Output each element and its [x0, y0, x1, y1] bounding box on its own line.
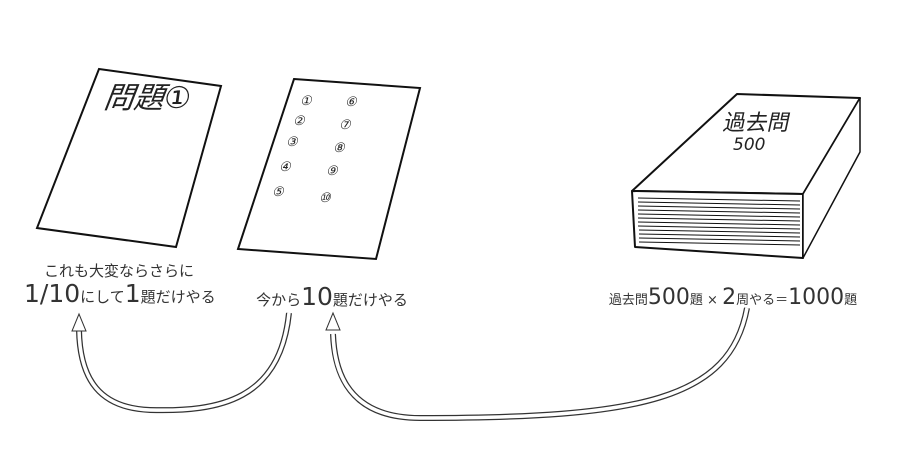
caption-text: 題だけやる: [140, 288, 216, 306]
count-text: 2: [722, 285, 737, 310]
problem-number: ⑨: [326, 164, 339, 179]
caption-text: にして: [80, 288, 125, 306]
fraction-text: 1/10: [24, 279, 81, 308]
problem-number: ⑦: [339, 118, 352, 133]
caption-text: 今から: [256, 291, 302, 309]
caption-text: 題: [844, 293, 858, 308]
arrow-book-to-ten: [325, 307, 750, 422]
caption-ten-problems: 今から10題だけやる: [242, 282, 422, 311]
arrowhead-icon: [71, 312, 87, 332]
caption-past-exam-book: 過去問500題 × 2周やる＝1000題: [598, 285, 868, 310]
count-text: 10: [301, 282, 333, 311]
problem-number: ②: [293, 114, 306, 129]
problem-number: ⑤: [272, 185, 285, 200]
paper-title: 問題①: [102, 81, 194, 116]
caption-line-1: これも大変ならさらに: [43, 262, 194, 280]
book-page-lines: [637, 197, 801, 246]
paper-single-problem: 問題①: [35, 67, 223, 249]
count-text: 500: [647, 285, 690, 310]
caption-text: 周やる＝: [736, 293, 789, 308]
problem-number: ⑥: [345, 95, 358, 110]
book-title: 過去問: [721, 110, 792, 136]
problem-number: ⑧: [333, 141, 346, 156]
caption-text: 題 ×: [689, 293, 723, 308]
caption-line-2: 1/10にして1題だけやる: [24, 279, 216, 311]
count-text: 1000: [788, 285, 845, 310]
problem-number: ①: [300, 94, 313, 109]
caption-text: 過去問: [608, 293, 648, 308]
arrowhead-icon: [325, 311, 341, 331]
problem-number: ③: [286, 135, 299, 150]
arrow-ten-to-one: [71, 312, 292, 414]
caption-single-problem: これも大変ならさらに 1/10にして1題だけやる: [24, 262, 216, 311]
count-text: 1: [124, 279, 141, 308]
past-exam-book: 過去問 500: [631, 93, 861, 259]
problem-number: ⑩: [319, 191, 332, 206]
problem-number: ④: [279, 160, 292, 175]
problem-numbers: ① ② ③ ④ ⑤ ⑥ ⑦ ⑧ ⑨ ⑩: [272, 94, 358, 206]
book-count: 500: [733, 135, 765, 155]
paper-ten-problems: ① ② ③ ④ ⑤ ⑥ ⑦ ⑧ ⑨ ⑩: [236, 77, 422, 261]
caption-text: 題だけやる: [332, 291, 408, 309]
